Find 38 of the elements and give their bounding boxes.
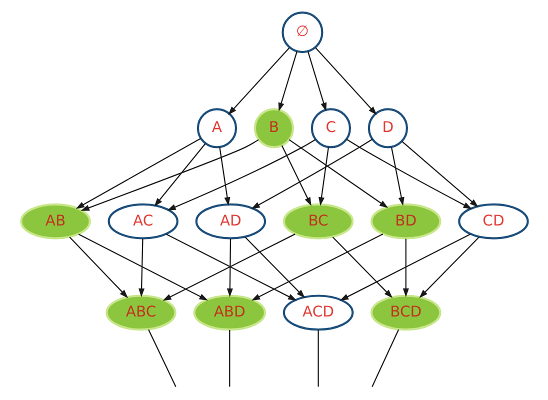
arrow: [339, 234, 470, 301]
arrow: [218, 147, 230, 206]
node-ellipse: BD: [370, 203, 441, 240]
node-circle: D: [367, 108, 408, 148]
arrow: [401, 141, 478, 208]
arrow: [75, 138, 200, 209]
arrow: [138, 238, 144, 298]
arrow: [314, 47, 376, 115]
node-circle: C: [310, 108, 350, 148]
connector: [228, 330, 230, 387]
arrow: [278, 51, 298, 112]
arrow: [418, 236, 479, 298]
arrow: [226, 238, 232, 298]
arrow: [306, 51, 326, 112]
connector: [148, 329, 176, 387]
arrow: [402, 238, 408, 298]
arrow: [244, 236, 305, 298]
node-ellipse: BCD: [370, 294, 441, 331]
arrow: [318, 147, 329, 206]
connector: [371, 329, 399, 387]
arrow: [280, 145, 311, 206]
arrow: [288, 139, 388, 208]
arrow: [154, 143, 206, 207]
node-circle: B: [253, 108, 294, 148]
arrow: [228, 47, 290, 115]
arrow: [390, 147, 404, 206]
node-circle: ∅: [281, 12, 323, 54]
arrow: [250, 234, 383, 301]
arrow: [250, 138, 372, 210]
arrow: [78, 234, 208, 301]
arrow: [166, 139, 316, 210]
arrow: [80, 139, 258, 211]
connector: [317, 330, 318, 387]
arrow: [346, 138, 472, 210]
arrow: [332, 236, 392, 298]
node-ellipse: BC: [282, 203, 354, 240]
arrow: [68, 236, 128, 298]
node-circle: A: [196, 108, 237, 148]
